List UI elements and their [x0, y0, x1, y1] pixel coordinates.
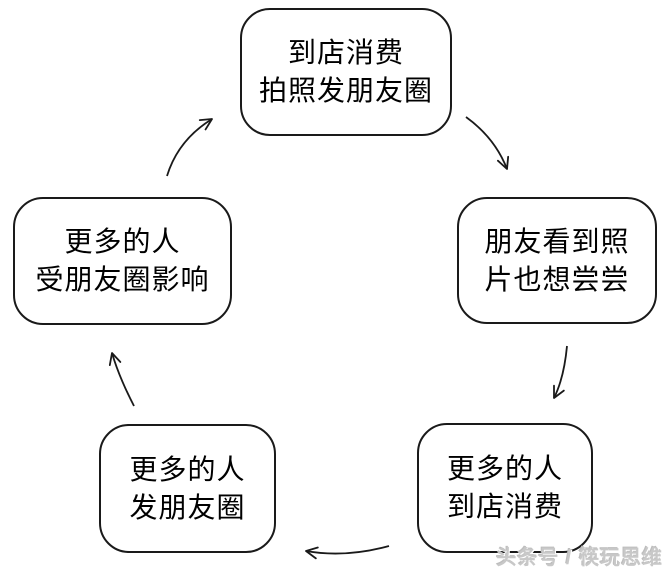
node-text-line: 更多的人 — [64, 226, 181, 257]
arrow-left-to-top — [166, 118, 213, 177]
node-text-line: 受朋友圈影响 — [35, 264, 210, 295]
node-more-people-influenced: 更多的人 受朋友圈影响 — [13, 197, 232, 325]
arrow-bottom-right-to-bottom-left — [305, 545, 390, 560]
node-text-line: 拍照发朋友圈 — [258, 75, 433, 106]
arrow-top-to-right — [465, 116, 510, 170]
node-text-line: 更多的人 — [446, 453, 563, 484]
node-more-people-visit: 更多的人 到店消费 — [417, 423, 593, 553]
node-visit-and-post: 到店消费 拍照发朋友圈 — [240, 8, 452, 136]
node-text-line: 朋友看到照 — [484, 225, 630, 257]
node-text-line: 到店消费 — [287, 37, 404, 68]
node-text-line: 发朋友圈 — [129, 491, 246, 523]
arrow-right-to-bottom-right — [553, 345, 568, 399]
node-text-line: 到店消费 — [446, 491, 563, 522]
node-more-people-post: 更多的人 发朋友圈 — [99, 424, 276, 553]
node-text-line: 片也想尝尝 — [484, 263, 630, 295]
node-friends-see-photo: 朋友看到照 片也想尝尝 — [457, 197, 657, 324]
arrow-bottom-left-to-left — [108, 352, 135, 407]
node-text-line: 更多的人 — [129, 453, 246, 485]
watermark: 头条号 / 筷玩思维 — [496, 547, 663, 569]
